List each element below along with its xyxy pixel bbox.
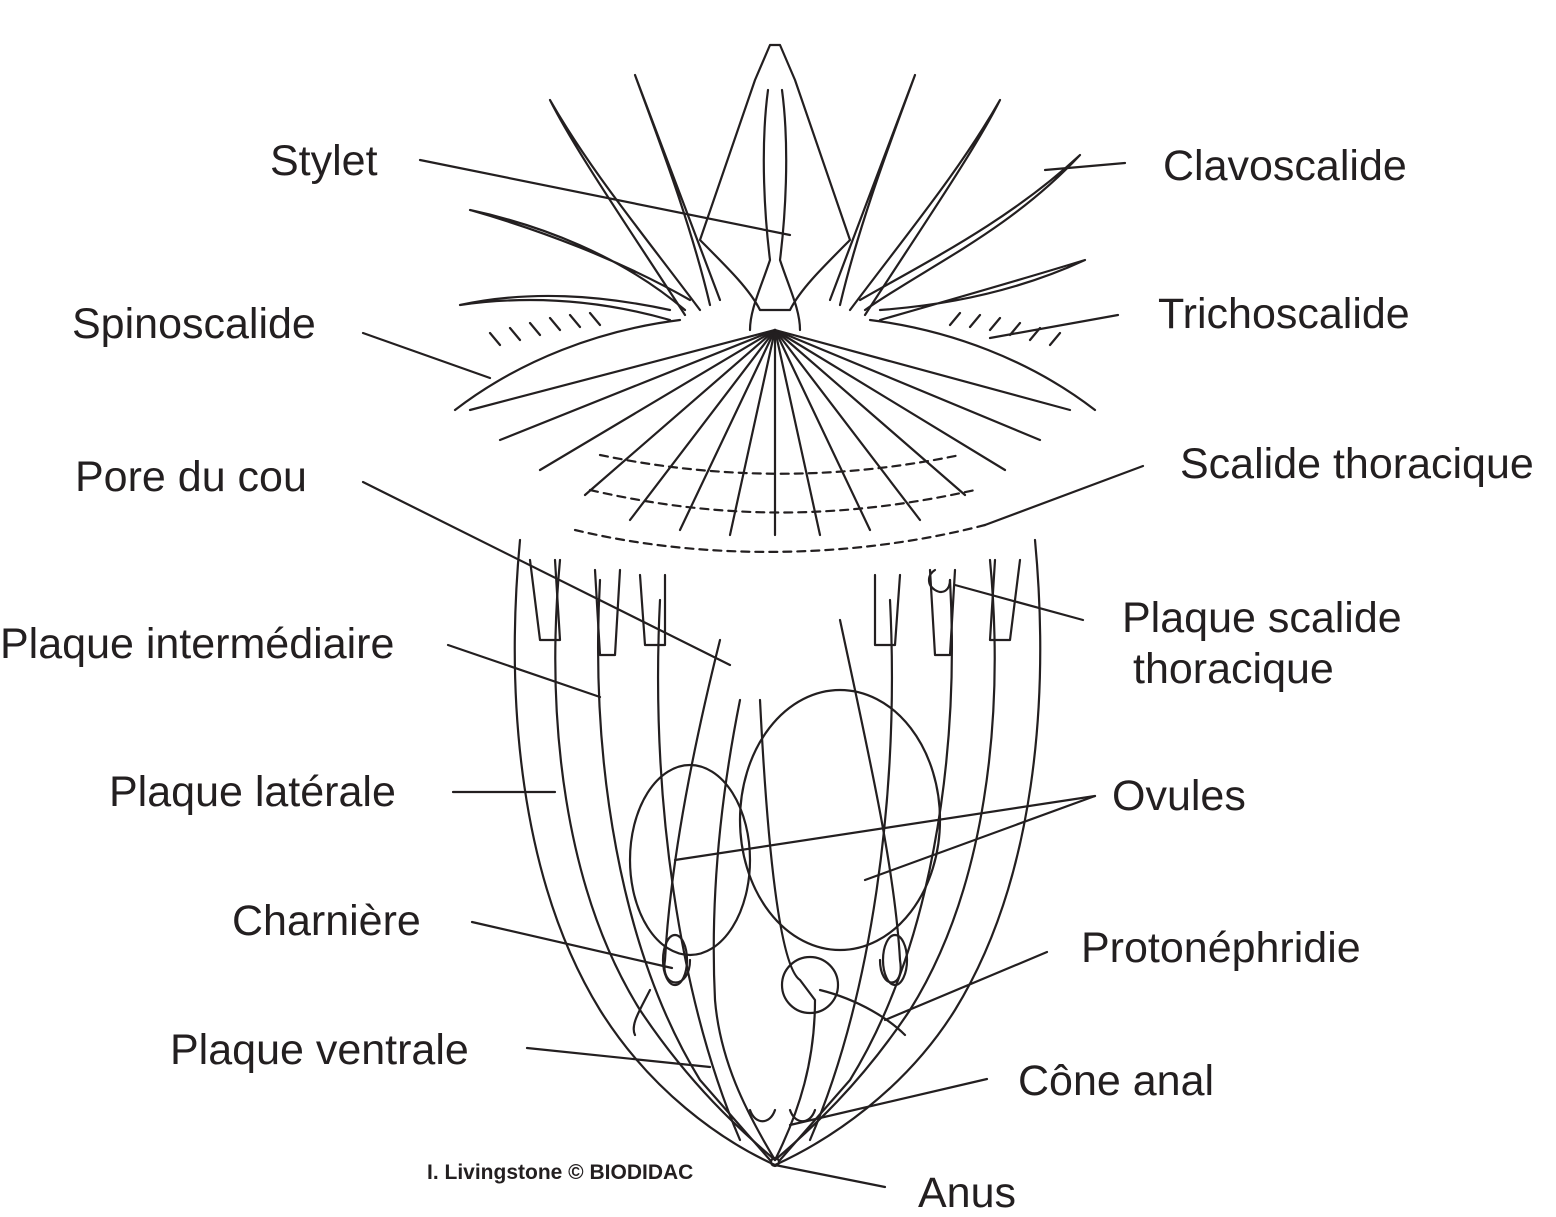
anal-cone (748, 1108, 817, 1123)
leader-lines (361, 158, 1145, 1189)
label-trichoscalide: Trichoscalide (1158, 290, 1410, 338)
gut (712, 698, 817, 1162)
label-stylet: Stylet (270, 137, 378, 185)
clavoscalide-right-1 (848, 98, 1002, 317)
label-protonephridie: Protonéphridie (1081, 924, 1361, 972)
protonephridie-shape (632, 988, 907, 1037)
charniere-shape (663, 638, 722, 984)
label-ovules: Ovules (1112, 772, 1246, 820)
scalid-fan (468, 328, 1072, 537)
label-plaque-intermediaire: Plaque intermédiaire (0, 620, 395, 668)
credit-text: I. Livingstone © BIODIDAC (427, 1161, 694, 1184)
label-scalide-thoracique: Scalide thoracique (1180, 440, 1534, 488)
label-clavoscalide: Clavoscalide (1163, 142, 1407, 190)
thoracic-plates (528, 558, 1022, 657)
ovule-left (628, 763, 752, 957)
clavoscalide-left-4 (458, 294, 672, 322)
clavoscalide-left-3 (468, 208, 692, 312)
mouth-cone (698, 43, 852, 312)
clavoscalide-left-2 (633, 73, 722, 307)
clavoscalide-right-4 (878, 258, 1087, 322)
spinoscalide-shape (453, 318, 682, 412)
label-anus: Anus (918, 1169, 1017, 1217)
neck-band (573, 523, 987, 554)
stylet-shape (748, 88, 802, 332)
clavoscalide-left-1 (548, 98, 702, 317)
ovule-right (738, 688, 942, 952)
lorica-inner-outline (554, 558, 996, 1162)
label-cone-anal: Cône anal (1018, 1057, 1215, 1105)
label-plaque-scalide-line1: Plaque scalide (1122, 594, 1402, 642)
lorica-outline (513, 538, 1042, 1167)
label-plaque-scalide-line2: thoracique (1133, 645, 1334, 693)
label-spinoscalide: Spinoscalide (72, 300, 316, 348)
trichoscalide-shape (868, 318, 1097, 412)
label-plaque-ventrale: Plaque ventrale (170, 1026, 469, 1074)
clavoscalide-right-3 (858, 153, 1082, 312)
label-plaque-laterale: Plaque latérale (109, 768, 396, 816)
clavoscalide-right-2 (828, 73, 917, 307)
label-pore-du-cou: Pore du cou (75, 453, 307, 501)
label-charniere: Charnière (232, 897, 421, 945)
